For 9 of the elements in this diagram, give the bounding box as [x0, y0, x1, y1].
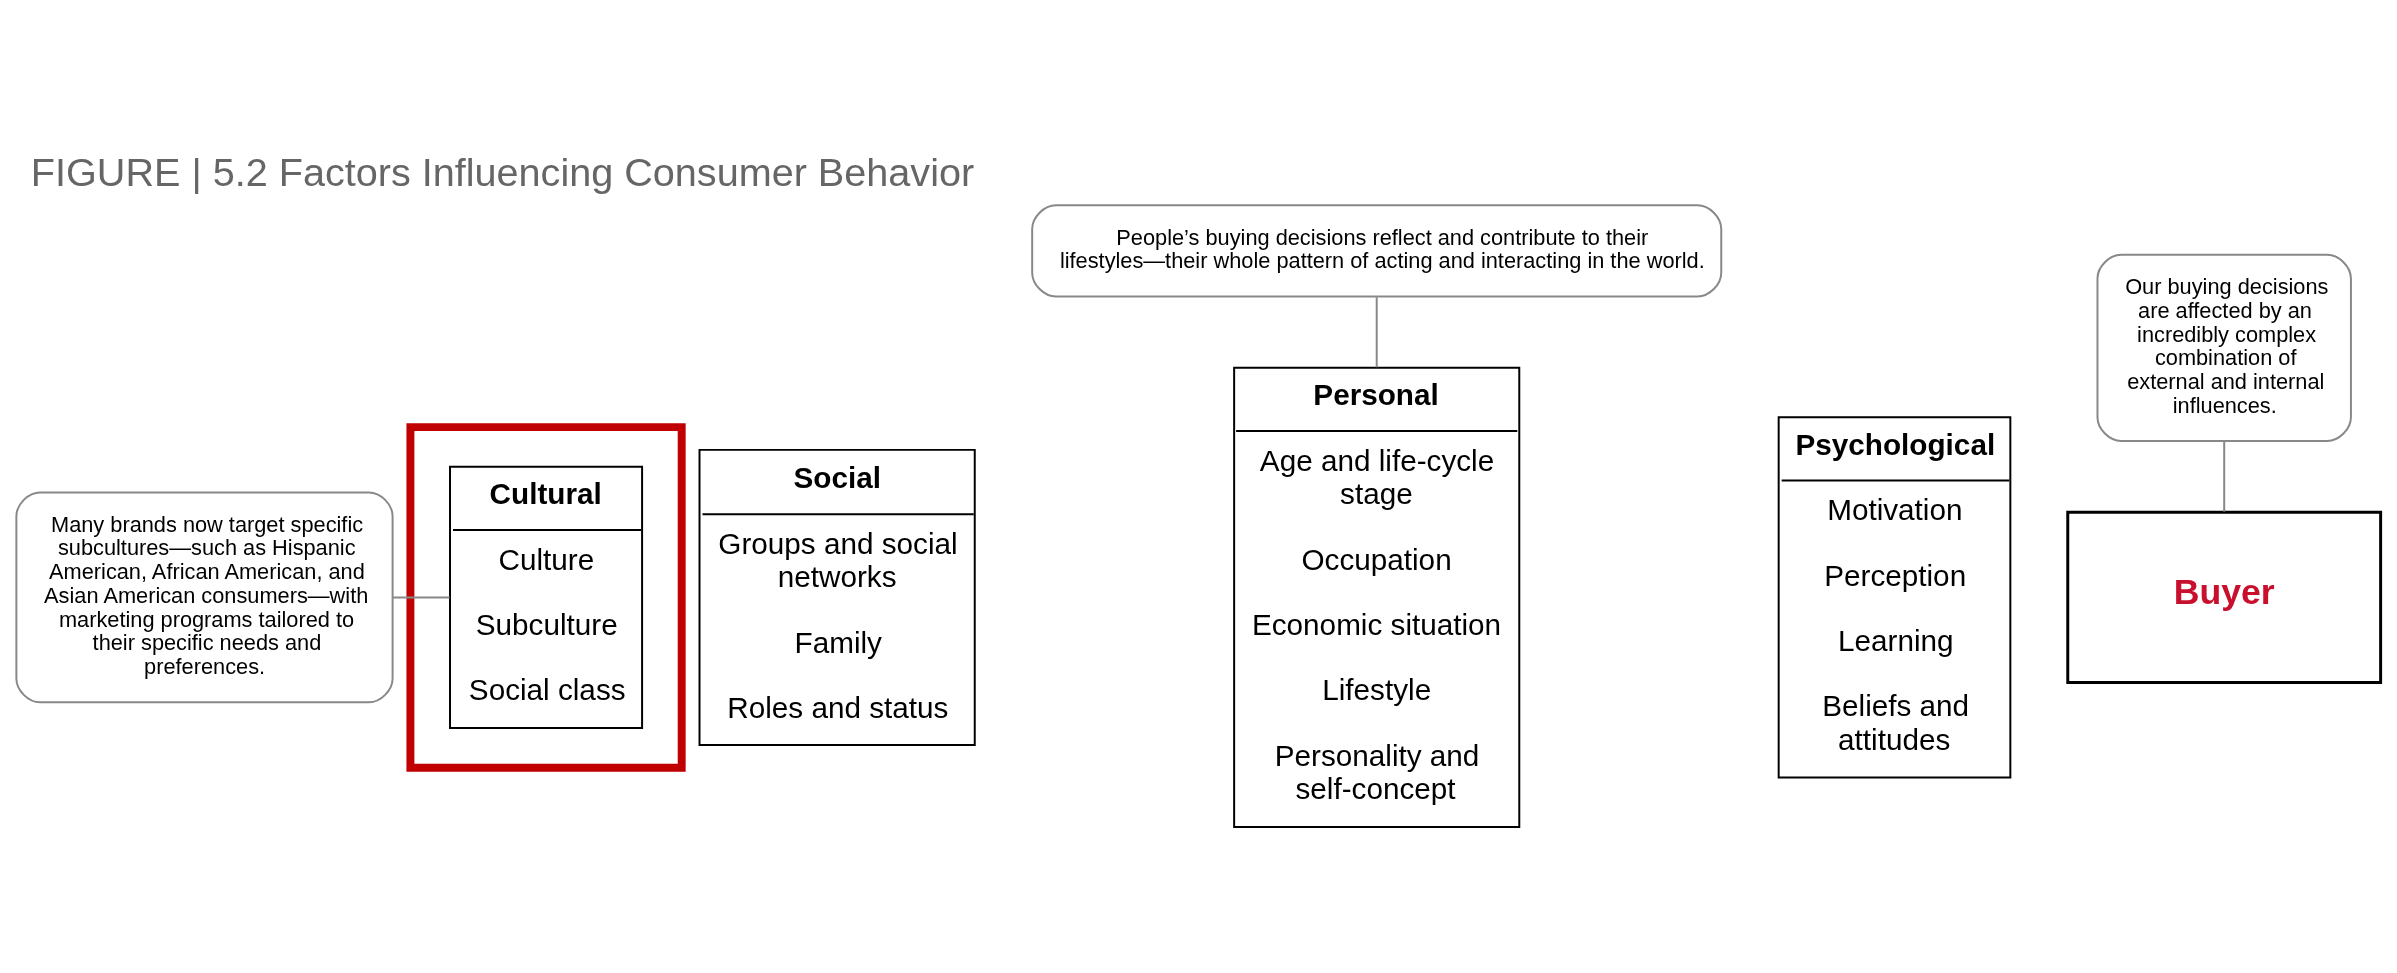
connector [1375, 296, 1378, 369]
cluster [406, 423, 686, 772]
node-box: Many brands now target specific subcultures—such as Hispanic American, African American, and Asian American consumers—with marketing programs tailored to their specific needs and preferences. [15, 491, 394, 704]
diagram-title: FIGURE | 5.2 Factors Influencing Consumer Behavior [30, 149, 975, 194]
node-box: People’s buying decisions reflect and contribute to their lifestyles—their whole pattern of acting and interacting in the world. [1031, 204, 1723, 298]
connector [2223, 440, 2226, 513]
connector [392, 596, 451, 599]
node-box: Our buying decisions are affected by an incredibly complex combination of external and internal influences. [2096, 253, 2352, 442]
node-box: Buyer [2066, 510, 2383, 684]
